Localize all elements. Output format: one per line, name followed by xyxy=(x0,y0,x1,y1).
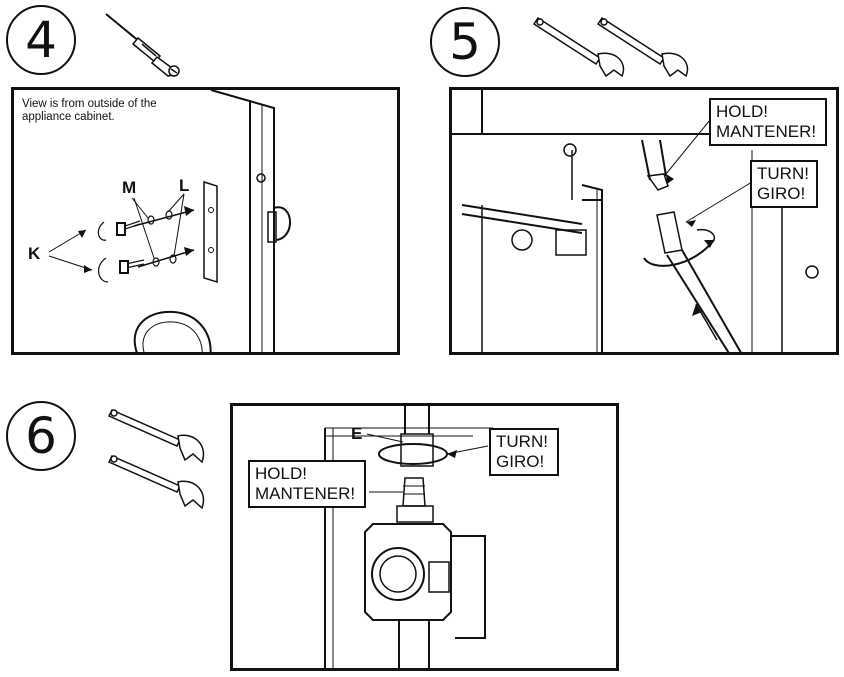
step-5-hold-callout: HOLD! MANTENER! xyxy=(709,98,827,146)
step-5-turn-callout: TURN! GIRO! xyxy=(750,160,818,208)
step-5-panel: HOLD! MANTENER! TURN! GIRO! xyxy=(449,87,839,355)
step-5-illustration xyxy=(452,90,819,352)
label-m: M xyxy=(122,178,137,197)
step-6-panel: E TURN! GIRO! HOLD! MANTENER! xyxy=(230,403,619,671)
step-6-hold-callout: HOLD! MANTENER! xyxy=(248,460,366,508)
step-number-5: 5 xyxy=(430,7,500,77)
step-4-illustration xyxy=(48,90,291,352)
step-6-illustration xyxy=(324,406,493,668)
step-6-turn-callout: TURN! GIRO! xyxy=(489,428,559,476)
step-number-6: 6 xyxy=(6,401,76,471)
label-l: L xyxy=(179,176,190,195)
label-e: E xyxy=(351,424,363,443)
step-4-caption: View is from outside of the appliance ca… xyxy=(22,98,157,123)
label-k: K xyxy=(28,244,41,263)
step-4-panel: View is from outside of the appliance ca… xyxy=(11,87,400,355)
step-number-4: 4 xyxy=(6,5,76,75)
